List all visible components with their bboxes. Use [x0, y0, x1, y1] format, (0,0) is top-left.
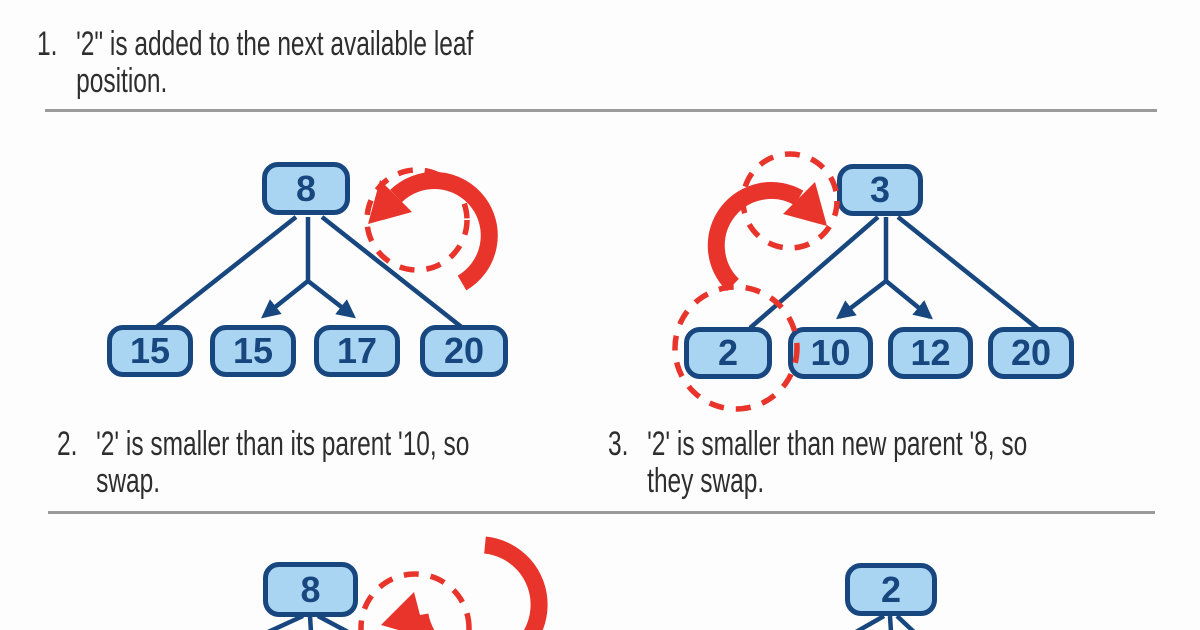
left-tree-edges — [152, 215, 466, 331]
step-number: 1. — [37, 25, 58, 63]
left-highlight-dashed-circle-icon — [364, 167, 470, 273]
bottom-right-tree-root-node: 2 — [845, 563, 937, 616]
step-text: '2" is added to the next available leaf … — [76, 25, 474, 100]
right-clockwise-swap-arrow-icon — [707, 182, 827, 292]
left-tree-leaf-node: 15 — [107, 325, 193, 377]
left-tree-leaf-node: 20 — [420, 325, 508, 377]
step-3-caption: 3. '2' is smaller than new parent '8, so… — [608, 426, 1027, 500]
right-tree-leaf-node: 10 — [788, 327, 873, 379]
bottom-left-tree-root-node: 8 — [263, 562, 358, 617]
step-text: '2' is smaller than new parent '8, so th… — [647, 425, 1028, 500]
section-divider — [48, 511, 1155, 514]
step-number: 3. — [608, 425, 629, 463]
section-divider — [45, 109, 1157, 112]
left-tree-root-node: 8 — [262, 162, 350, 215]
bottom-right-tree-edge-stubs — [854, 614, 916, 630]
right-tree-edges — [748, 215, 1040, 331]
bottom-left-swap-arrow-icon — [381, 536, 548, 630]
bottom-left-tree-edge-stubs — [267, 613, 350, 630]
right-highlight-dashed-circle-icon — [740, 151, 840, 251]
step-1-caption: 1. '2" is added to the next available le… — [37, 26, 473, 100]
step-text: '2' is smaller than its parent '10, so s… — [96, 425, 470, 500]
right-tree-leaf-node: 20 — [988, 327, 1074, 379]
right-tree-leaf-node: 12 — [888, 327, 973, 379]
left-tree-leaf-node: 15 — [210, 325, 296, 377]
step-number: 2. — [57, 425, 78, 463]
left-counterclockwise-swap-arrow-icon — [368, 172, 498, 291]
left-tree-leaf-node: 17 — [314, 325, 400, 377]
right-tree-leaf-node: 2 — [684, 327, 772, 379]
step-2-caption: 2. '2' is smaller than its parent '10, s… — [57, 426, 469, 500]
bottom-left-highlight-dashed-circle-icon — [358, 571, 472, 630]
right-tree-root-node: 3 — [837, 164, 923, 216]
